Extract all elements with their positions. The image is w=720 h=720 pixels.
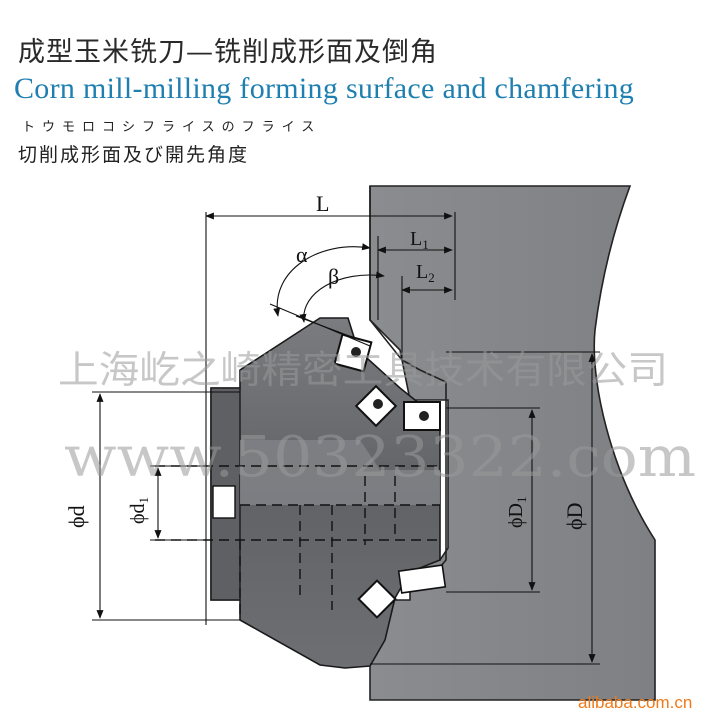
insert-right — [403, 401, 441, 431]
watermark-phone: www.50323322.com — [64, 425, 696, 490]
label-alpha: α — [296, 242, 308, 267]
label-D: ϕD — [562, 503, 587, 530]
title-japanese-2: 切削成形面及び開先角度 — [18, 144, 250, 166]
watermark-company: 上海屹之崎精密工具技术有限公司 — [58, 348, 668, 392]
tool-face-band — [240, 440, 440, 505]
title-english: Corn mill-milling forming surface and ch… — [14, 72, 635, 105]
label-L2: L2 — [416, 261, 435, 285]
label-L2-sub: 2 — [428, 270, 435, 285]
dimension-D1 — [446, 407, 540, 593]
label-d1-sub: 1 — [136, 497, 151, 504]
angle-arcs — [269, 243, 385, 347]
dimension-L — [205, 212, 456, 625]
label-d1: ϕd1 — [127, 497, 151, 524]
footer-site: alibaba.com.cn — [578, 693, 692, 712]
dimension-d1 — [150, 465, 210, 541]
label-L: L — [316, 191, 329, 216]
label-D1: ϕD1 — [505, 497, 529, 528]
insert-top — [333, 333, 373, 373]
dimension-d — [92, 391, 240, 621]
label-d: ϕd — [64, 505, 89, 528]
dimension-L2 — [401, 276, 453, 360]
insert-bottom — [357, 579, 397, 619]
keyway — [212, 485, 236, 519]
title-japanese-1: トウモロコシフライスのフライス — [22, 120, 322, 135]
label-L1-sub: 1 — [422, 237, 429, 252]
label-L1: L1 — [410, 228, 429, 252]
insert-lower-right — [397, 564, 447, 594]
label-D1-sub: 1 — [514, 497, 529, 504]
title-chinese: 成型玉米铣刀—铣削成形面及倒角 — [18, 37, 438, 68]
label-beta: β — [328, 264, 339, 289]
dimension-D — [370, 351, 600, 665]
insert-middle — [354, 384, 398, 428]
hidden-lines — [155, 465, 440, 620]
